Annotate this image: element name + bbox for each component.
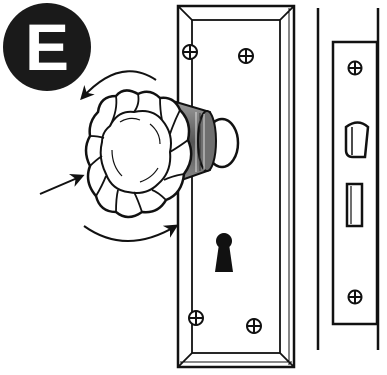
mounting-screw-top-left-icon [183, 45, 197, 59]
push-arrow [40, 176, 82, 194]
rotate-bottom-arrow [84, 226, 176, 241]
step-letter: E [25, 10, 69, 84]
mortise-lock-faceplate [318, 8, 378, 350]
step-badge: E [3, 3, 91, 91]
deadbolt-slot [347, 184, 362, 226]
mounting-screw-top-right-icon [239, 49, 253, 63]
crystal-knob [86, 90, 191, 217]
mounting-screw-bottom-right-icon [247, 319, 261, 333]
door-backplate [178, 6, 294, 367]
faceplate-screw-bottom-icon [349, 291, 362, 304]
latch-bolt [346, 123, 368, 158]
faceplate-screw-top-icon [349, 62, 362, 75]
mounting-screw-bottom-left-icon [189, 311, 203, 325]
